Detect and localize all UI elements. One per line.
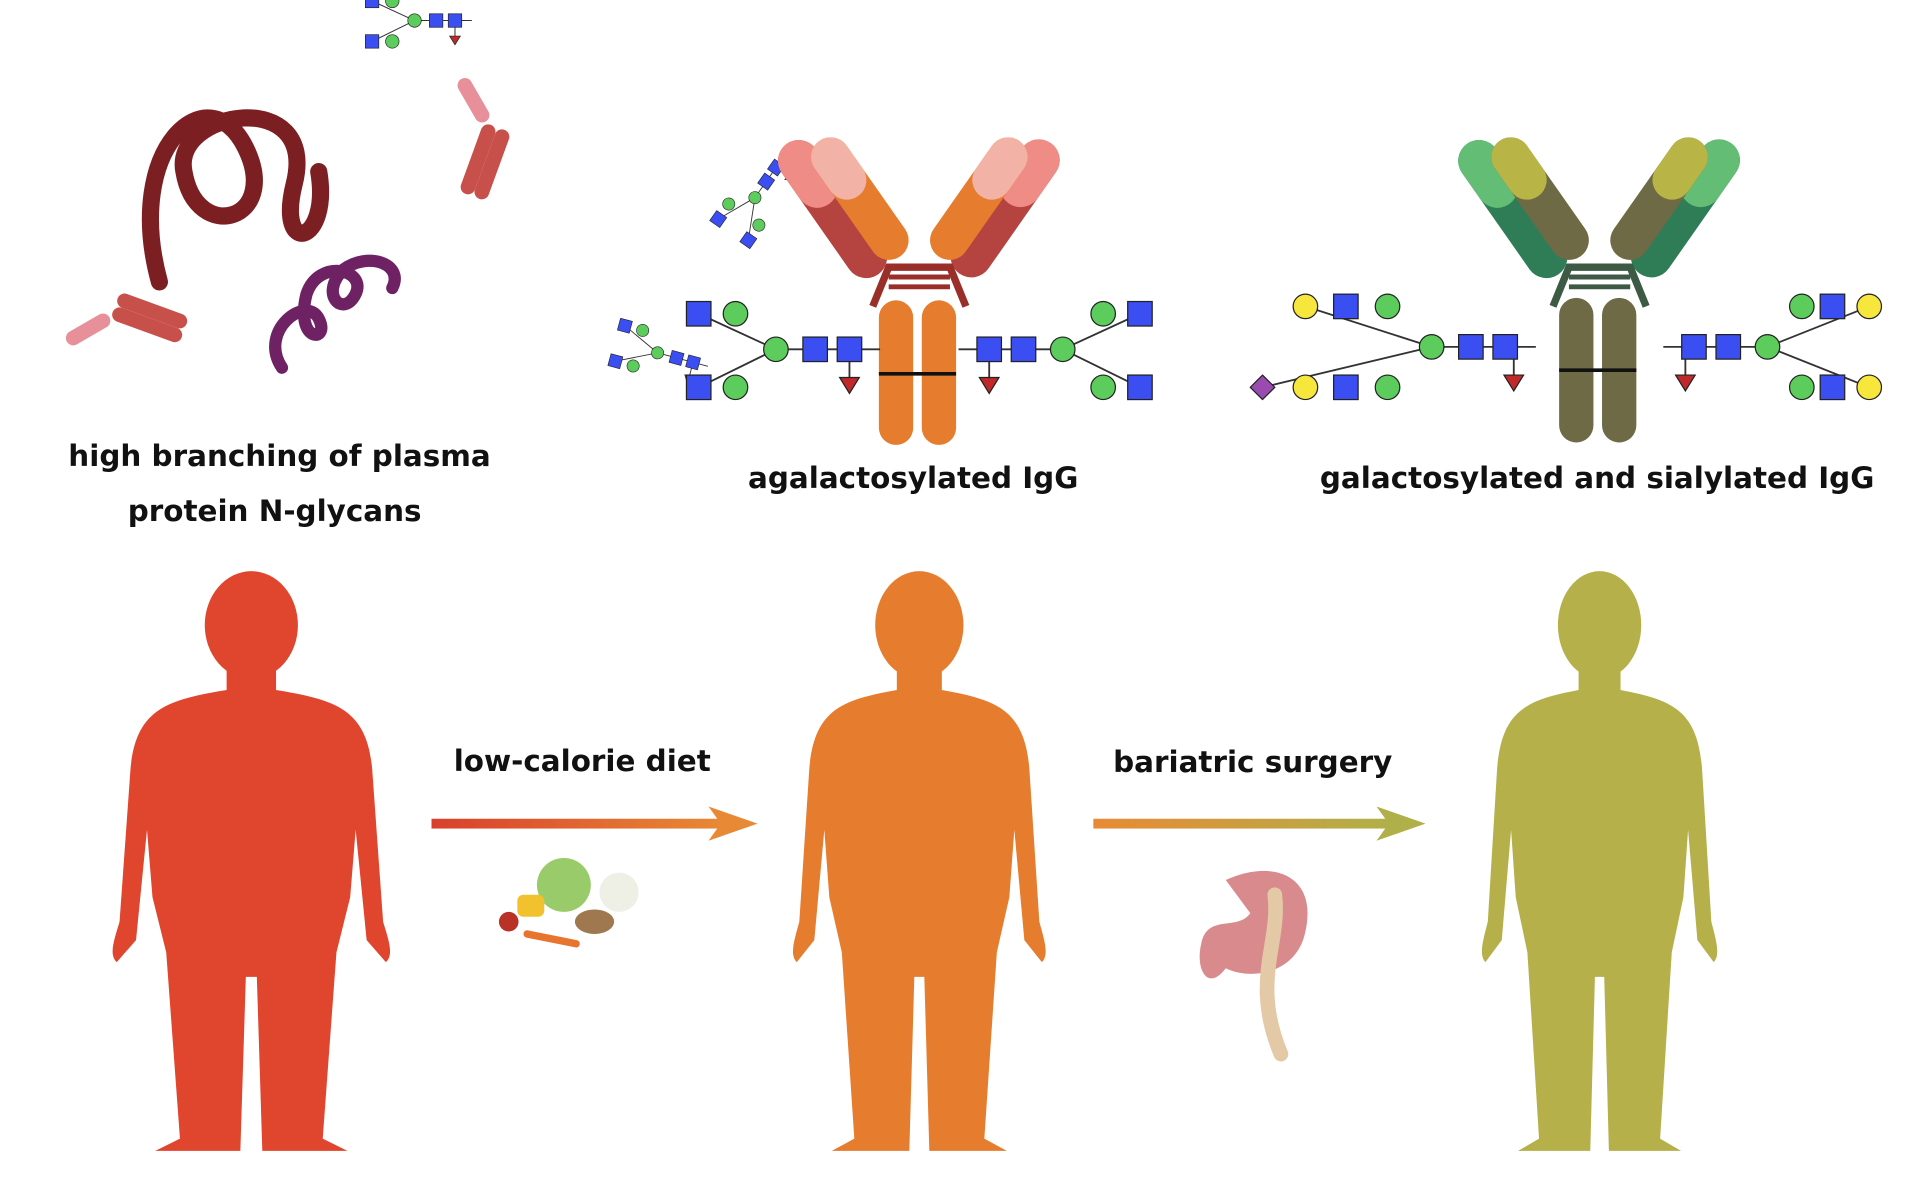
plasma-proteins-illustration xyxy=(65,0,806,392)
galactosylated-igg-illustration xyxy=(1249,137,1883,443)
overweight-body-silhouette xyxy=(792,571,1046,1151)
surgery-arrow xyxy=(1093,806,1426,841)
galactosylated-igg-label: galactosylated and sialylated IgG xyxy=(1320,461,1874,495)
agalactosylated-igg-label: agalactosylated IgG xyxy=(748,461,1078,495)
vegetables-icon xyxy=(498,857,639,948)
diet-label: low-calorie diet xyxy=(454,744,711,778)
plasma-label-line2: protein N-glycans xyxy=(128,494,422,528)
obese-body-silhouette xyxy=(112,571,391,1151)
agalactosylated-igg-illustration xyxy=(685,137,1154,445)
stomach-icon xyxy=(1199,870,1308,1062)
diet-arrow xyxy=(431,806,758,841)
surgery-label: bariatric surgery xyxy=(1113,745,1392,779)
normal-weight-body-silhouette xyxy=(1481,571,1718,1151)
plasma-label-line1: high branching of plasma xyxy=(68,439,490,473)
